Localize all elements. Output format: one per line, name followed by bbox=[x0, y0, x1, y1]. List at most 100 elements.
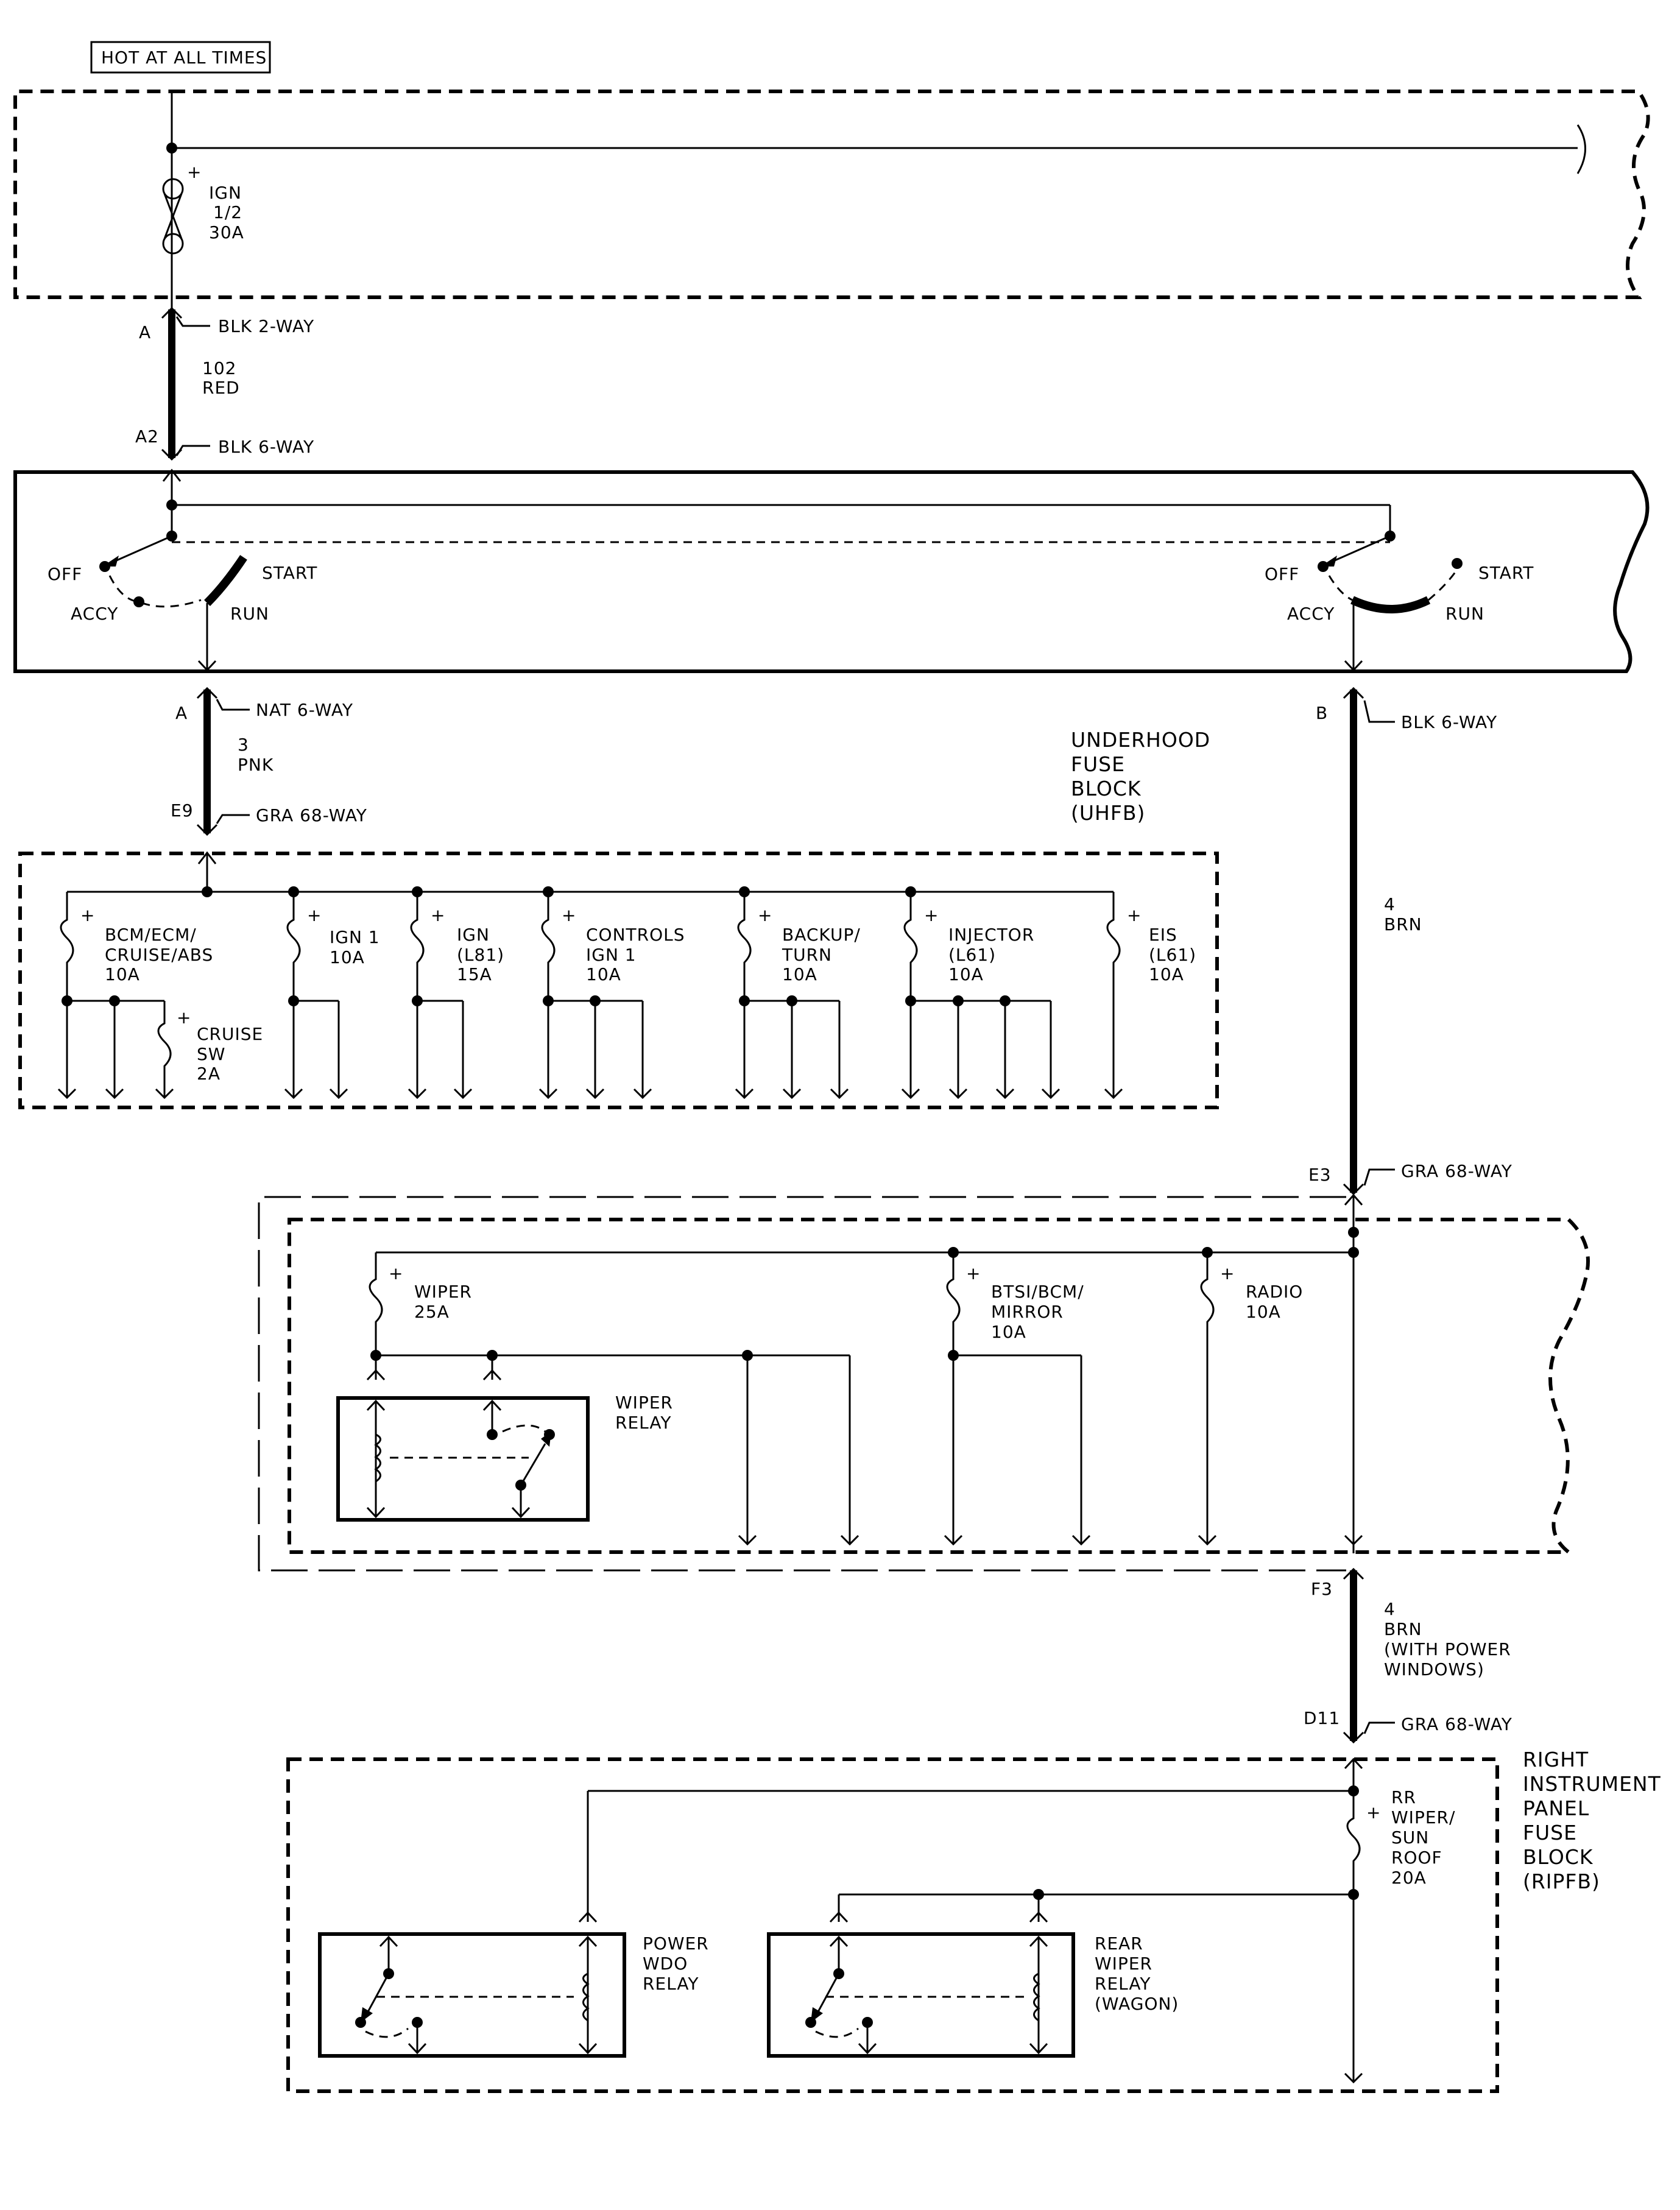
wire-brn-label: BRN bbox=[1384, 914, 1422, 934]
connector-gra-68way-e9: GRA 68-WAY bbox=[256, 805, 367, 825]
uhfb-fuse-eis-3: 10A bbox=[1149, 964, 1184, 984]
uhfb-title-1: UNDERHOOD bbox=[1071, 728, 1210, 752]
wire4-label-1: 4 bbox=[1384, 1599, 1396, 1619]
uhfb-cruise-1: CRUISE bbox=[197, 1024, 263, 1044]
ipfb-wiper-fuse-2: 25A bbox=[414, 1302, 450, 1322]
ripfb-title-5: BLOCK bbox=[1523, 1845, 1594, 1869]
uhfb-fuse-ign1-1: IGN 1 bbox=[330, 927, 380, 947]
connector-a-pin: A bbox=[139, 322, 151, 342]
switch1-start-label: START bbox=[262, 563, 317, 583]
wiper-relay bbox=[336, 1396, 590, 1522]
svg-text:+: + bbox=[966, 1263, 981, 1283]
uhfb-fuse-bcm-1: BCM/ECM/ bbox=[105, 925, 197, 945]
wiper-relay-label-1: WIPER bbox=[615, 1393, 673, 1413]
connector-a2-pin: A2 bbox=[135, 426, 159, 447]
uhfb-fuse-injector-2: (L61) bbox=[948, 945, 996, 965]
wire-red-label: RED bbox=[202, 378, 240, 398]
switch2-run-label: RUN bbox=[1445, 604, 1484, 624]
svg-text:+: + bbox=[177, 1008, 191, 1028]
ripfb-title-3: PANEL bbox=[1523, 1796, 1589, 1820]
svg-text:+: + bbox=[307, 905, 322, 925]
power-wdo-relay-label-3: RELAY bbox=[643, 1974, 699, 1994]
connector-a-a2 bbox=[161, 306, 210, 461]
switch1-accy-label: ACCY bbox=[71, 604, 118, 624]
svg-text:+: + bbox=[758, 905, 772, 925]
connector-blk-2way: BLK 2-WAY bbox=[218, 316, 314, 336]
svg-text:+: + bbox=[924, 905, 939, 925]
svg-text:+: + bbox=[80, 905, 95, 925]
uhfb-title-3: BLOCK bbox=[1071, 777, 1142, 800]
uhfb-fuse-eis-1: EIS bbox=[1149, 925, 1177, 945]
wire4-label-2: BRN bbox=[1384, 1619, 1422, 1639]
uhfb-fuse-controls-2: IGN 1 bbox=[586, 945, 637, 965]
rear-wiper-relay-label-1: REAR bbox=[1095, 1933, 1143, 1954]
connector-nat-6way: NAT 6-WAY bbox=[256, 700, 353, 720]
instrument-panel-fuse-block: + + + bbox=[258, 1193, 1590, 1572]
uhfb-fuse-backup-2: TURN bbox=[782, 945, 832, 965]
ignition-switch bbox=[13, 468, 1650, 673]
uhfb-cruise-2: SW bbox=[197, 1044, 225, 1064]
wire4-label-3: (WITH POWER bbox=[1384, 1639, 1511, 1659]
connector-gra-68way-e3: GRA 68-WAY bbox=[1401, 1161, 1512, 1181]
connector-e9-pin: E9 bbox=[171, 800, 194, 821]
connector-b-e3 bbox=[1343, 687, 1395, 1196]
power-wdo-relay-label-1: POWER bbox=[643, 1933, 709, 1954]
rear-wiper-relay bbox=[767, 1932, 1075, 2058]
connector-a-e9 bbox=[196, 687, 250, 836]
connector-f3-pin: F3 bbox=[1311, 1579, 1333, 1599]
ipfb-wiper-fuse-1: WIPER bbox=[414, 1282, 472, 1302]
ripfb-title-2: INSTRUMENT bbox=[1523, 1772, 1661, 1796]
connector2-a-pin: A bbox=[175, 703, 188, 723]
top-fuse-block bbox=[13, 90, 1650, 309]
power-wdo-relay bbox=[318, 1932, 626, 2058]
svg-text:+: + bbox=[389, 1263, 403, 1283]
wire-4-label: 4 bbox=[1384, 894, 1396, 914]
wiper-relay-label-2: RELAY bbox=[615, 1413, 671, 1433]
ign-fuse-30a: + bbox=[162, 162, 202, 255]
uhfb-cruise-3: 2A bbox=[197, 1064, 221, 1084]
svg-text:+: + bbox=[187, 162, 202, 182]
svg-text:+: + bbox=[1220, 1263, 1235, 1283]
switch1-run-label: RUN bbox=[230, 604, 269, 624]
ripfb-fuse-1: RR bbox=[1391, 1787, 1416, 1807]
ripfb-fuse-3: SUN bbox=[1391, 1827, 1429, 1848]
connector-f3-d11 bbox=[1343, 1567, 1395, 1744]
svg-text:+: + bbox=[1366, 1802, 1381, 1823]
connector-gra-68way-d11: GRA 68-WAY bbox=[1401, 1714, 1512, 1734]
uhfb-fuse-injector-3: 10A bbox=[948, 964, 984, 984]
ipfb-radio-fuse-2: 10A bbox=[1246, 1302, 1281, 1322]
switch2-start-label: START bbox=[1478, 563, 1534, 583]
uhfb-fuse-backup-1: BACKUP/ bbox=[782, 925, 861, 945]
switch2-off-label: OFF bbox=[1265, 564, 1299, 584]
svg-text:+: + bbox=[1127, 905, 1142, 925]
ripfb-fuse-2: WIPER/ bbox=[1391, 1807, 1455, 1827]
wire-pnk-label: PNK bbox=[238, 755, 274, 775]
ipfb-btsi-fuse-3: 10A bbox=[991, 1322, 1026, 1342]
uhfb-fuse-ign-l81-3: 15A bbox=[457, 964, 492, 984]
svg-text:+: + bbox=[431, 905, 445, 925]
uhfb-fuse-bcm-3: 10A bbox=[105, 964, 140, 984]
rear-wiper-relay-label-4: (WAGON) bbox=[1095, 1994, 1179, 2014]
svg-text:+: + bbox=[562, 905, 576, 925]
uhfb-fuse-controls-3: 10A bbox=[586, 964, 621, 984]
wire-102-label: 102 bbox=[202, 358, 236, 378]
connector-blk-6way-b: BLK 6-WAY bbox=[1401, 712, 1497, 732]
ripfb-title-6: (RIPFB) bbox=[1523, 1869, 1600, 1893]
rear-wiper-relay-label-2: WIPER bbox=[1095, 1954, 1152, 1974]
connector-d11-pin: D11 bbox=[1304, 1708, 1340, 1728]
uhfb-title-2: FUSE bbox=[1071, 752, 1125, 776]
ign-fuse-label-2: 1/2 bbox=[213, 202, 242, 222]
uhfb-fuse-ign-l81-2: (L81) bbox=[457, 945, 504, 965]
uhfb-title-4: (UHFB) bbox=[1071, 801, 1145, 825]
ipfb-radio-fuse-1: RADIO bbox=[1246, 1282, 1303, 1302]
right-instrument-panel-fuse-block: + bbox=[286, 1757, 1499, 2093]
rear-wiper-relay-label-3: RELAY bbox=[1095, 1974, 1151, 1994]
ripfb-title-1: RIGHT bbox=[1523, 1748, 1589, 1771]
ipfb-btsi-fuse-2: MIRROR bbox=[991, 1302, 1064, 1322]
wire4-label-4: WINDOWS) bbox=[1384, 1659, 1484, 1679]
uhfb-fuse-injector-1: INJECTOR bbox=[948, 925, 1034, 945]
uhfb-fuse-backup-3: 10A bbox=[782, 964, 817, 984]
connector-e3-pin: E3 bbox=[1308, 1165, 1332, 1185]
connector-blk-6way: BLK 6-WAY bbox=[218, 437, 314, 457]
